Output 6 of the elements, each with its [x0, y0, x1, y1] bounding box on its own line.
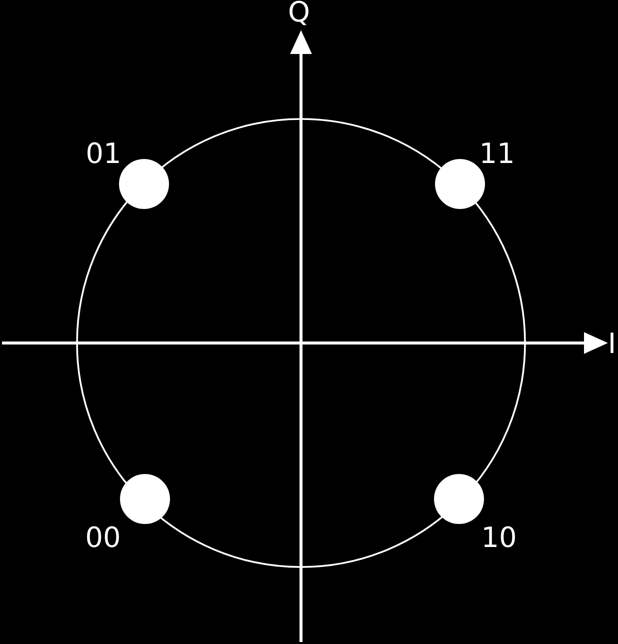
point-label: 01	[88, 142, 119, 164]
point-label: 11	[482, 142, 512, 163]
axis-label: Q	[290, 0, 308, 26]
axis-label: I	[610, 332, 614, 353]
point-label: 10	[484, 526, 515, 548]
point-label: 00	[87, 526, 119, 548]
